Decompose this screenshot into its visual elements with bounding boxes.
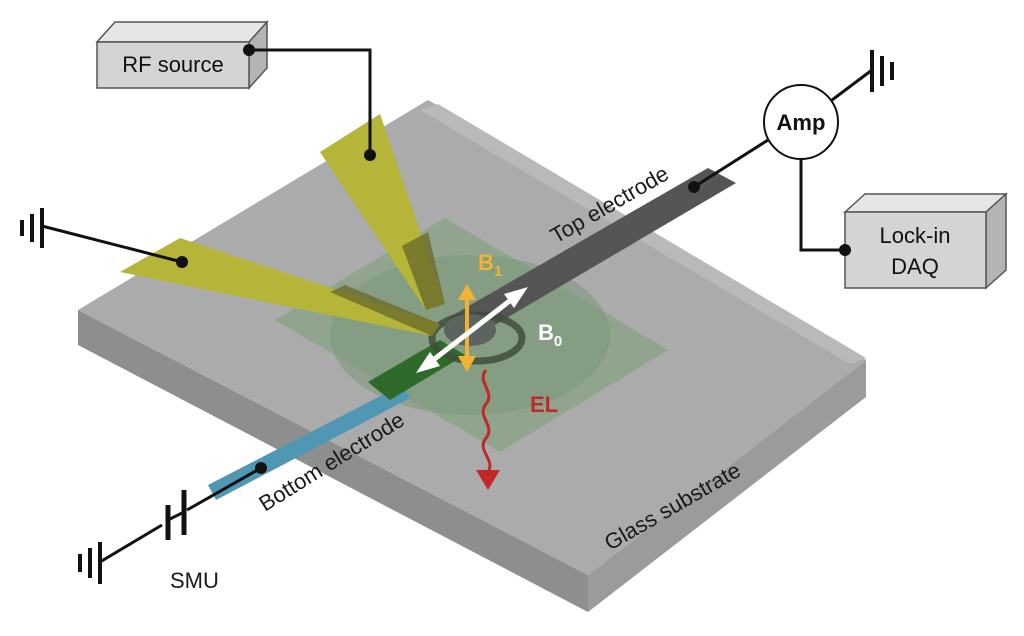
substrate-front-face bbox=[78, 310, 588, 612]
smu-label: SMU bbox=[170, 568, 219, 593]
lockin-box: Lock-in DAQ bbox=[843, 192, 1008, 290]
smu-ground-wire bbox=[99, 523, 163, 564]
top-electrode-amp-wire bbox=[693, 138, 769, 189]
b1-arrow bbox=[458, 284, 476, 372]
daq-label: DAQ bbox=[891, 254, 939, 279]
ground-probe-wire bbox=[41, 224, 183, 264]
rf-source-box: RF source bbox=[95, 20, 269, 90]
b0-label: B0 bbox=[538, 320, 562, 350]
lockin-label: Lock-in bbox=[880, 223, 951, 248]
rf-ground-probe-tip bbox=[330, 285, 440, 336]
el-wave-arrow bbox=[481, 369, 492, 473]
ground-icon bbox=[870, 50, 894, 92]
rf-source-label: RF source bbox=[122, 52, 223, 77]
wire-terminals bbox=[176, 44, 851, 474]
amp-lockin-wire bbox=[799, 159, 845, 252]
ground-icon bbox=[20, 208, 44, 248]
amp-ground-wire bbox=[831, 68, 873, 102]
rf-source-wire bbox=[249, 48, 372, 155]
el-label: EL bbox=[530, 392, 558, 417]
bottom-electrode-smu-wire bbox=[186, 466, 262, 512]
wiring bbox=[41, 48, 873, 564]
b0-arrow bbox=[416, 287, 528, 373]
amp-label: Amp bbox=[777, 110, 826, 135]
rf-ground-probe bbox=[120, 238, 440, 336]
el-arrowhead bbox=[476, 470, 500, 490]
b1-label: B1 bbox=[478, 250, 502, 280]
substrate-right-face bbox=[588, 360, 866, 612]
rf-signal-probe-tip bbox=[402, 232, 445, 310]
ground-icon bbox=[78, 542, 102, 584]
